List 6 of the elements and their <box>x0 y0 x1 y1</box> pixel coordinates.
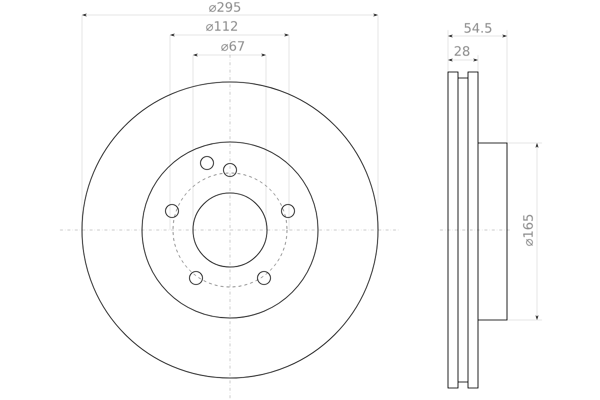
dimension-label: ⌀112 <box>205 20 239 32</box>
dimension-label: ⌀67 <box>220 40 246 52</box>
dimension-label: 28 <box>453 46 471 56</box>
dimension-label: ⌀295 <box>208 2 242 12</box>
dimension-label: 54.5 <box>463 22 493 34</box>
dimension-label: ⌀165 <box>522 213 534 247</box>
